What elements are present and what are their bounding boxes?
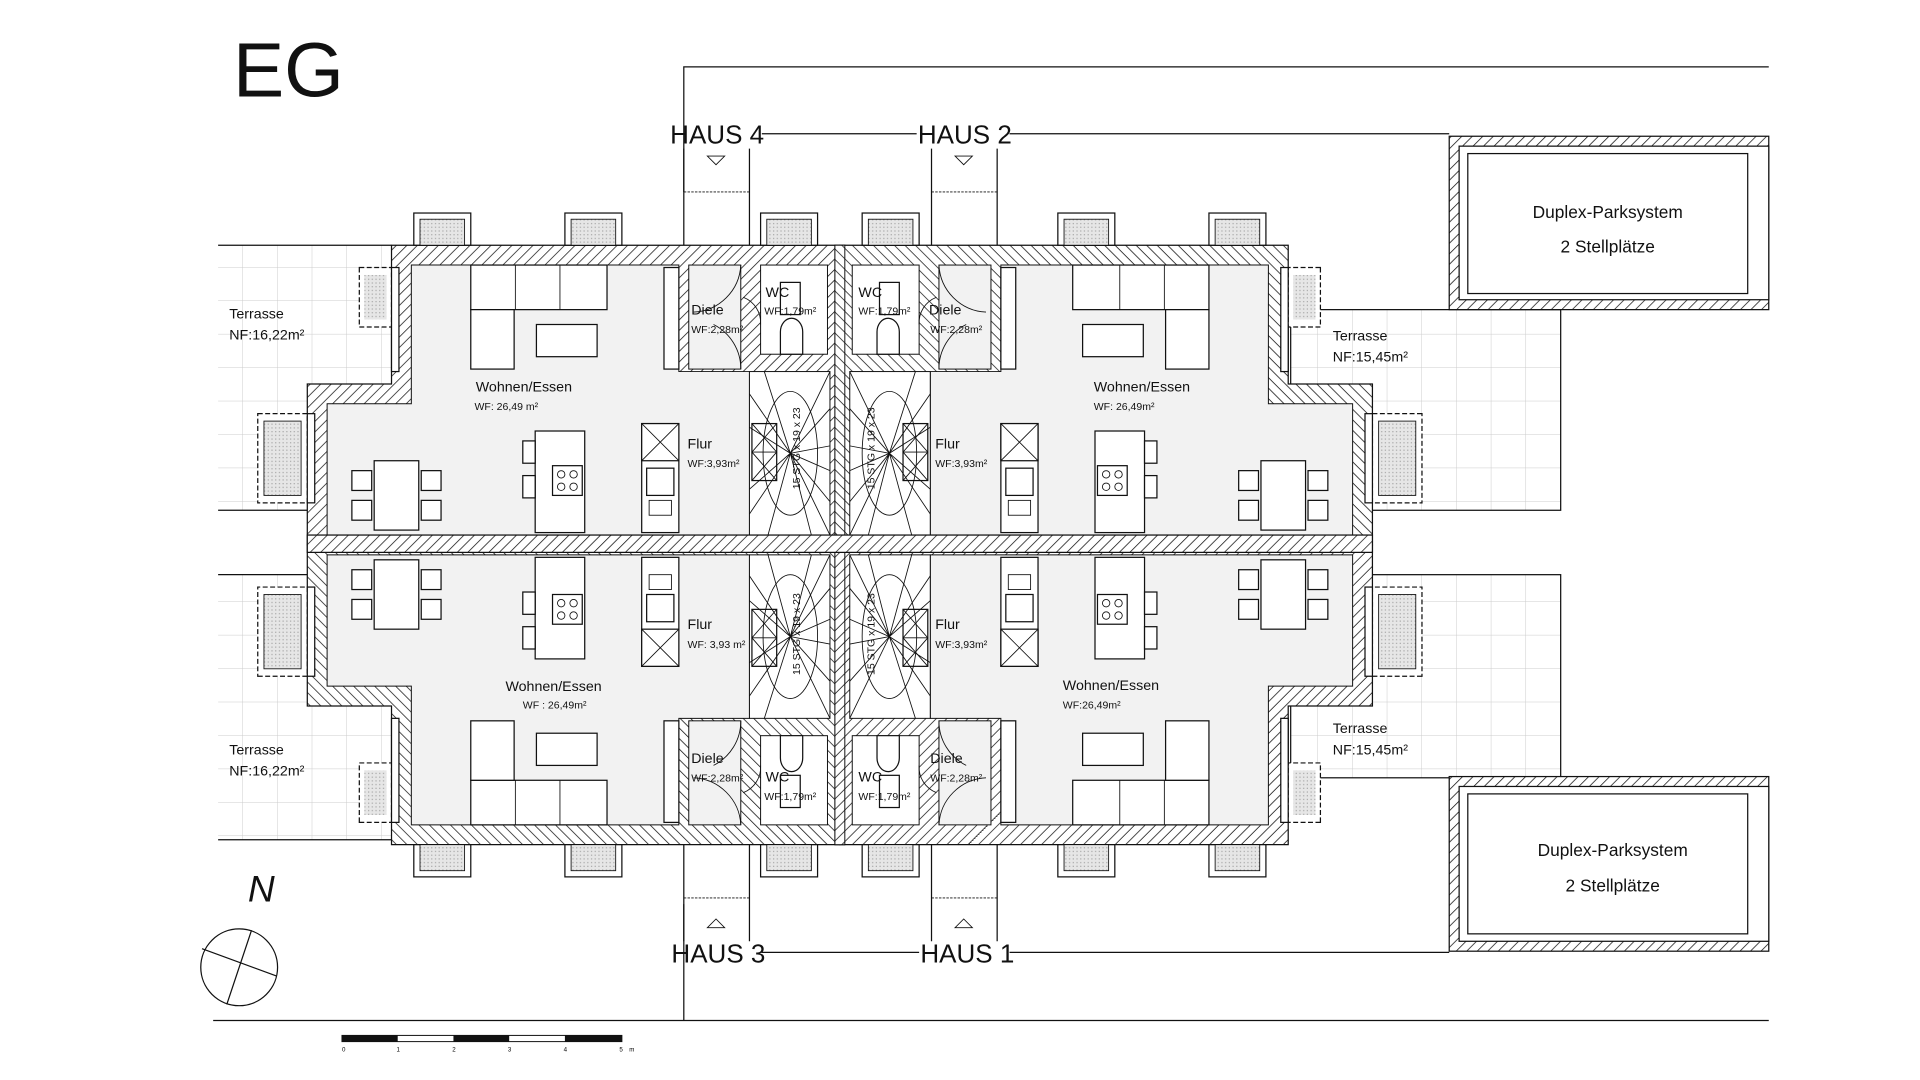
living-label: Wohnen/Essen [505,679,601,695]
living-label: Wohnen/Essen [1063,678,1159,694]
scale-label: 0 [342,1047,346,1054]
terrace-label: Terrasse [1333,721,1388,737]
living-area: WF: 26,49m² [1094,401,1155,413]
entrance-arrow-icon [706,918,974,929]
wc-label: WC [858,770,882,786]
wc-label: WC [766,285,790,301]
label-haus3: HAUS 3 [671,938,765,968]
wc-area: WF:1,79m² [764,791,816,803]
diele-area: WF:2,28m² [930,773,982,785]
terrace-label: Terrasse [1333,329,1388,345]
label-haus2: HAUS 2 [918,120,1012,150]
flur-label: Flur [688,617,713,633]
terrace-label: Terrasse [229,306,284,322]
terrace-area: NF:16,22m² [229,327,304,343]
diele-label: Diele [929,303,962,319]
stair-label: 15 STG x 19 x 23 [791,593,803,675]
parking-name: Duplex-Parksystem [1538,840,1688,860]
scale-label: 3 [508,1047,512,1054]
flur-area: WF: 3,93 m² [688,639,746,651]
scale-bar: 0 1 2 3 4 5 m [341,1034,634,1054]
parking-bottom: Duplex-Parksystem 2 Stellplätze [1448,775,1770,952]
north-label: N [248,868,275,910]
parking-spaces: 2 Stellplätze [1566,876,1660,896]
scale-label: 5 [619,1047,623,1054]
parking-top: Duplex-Parksystem 2 Stellplätze [1448,135,1770,311]
scale-label: 2 [452,1047,456,1054]
terrace-area: NF:15,45m² [1333,742,1408,758]
parking-spaces: 2 Stellplätze [1561,237,1655,257]
parking-name: Duplex-Parksystem [1533,202,1683,222]
page-title: EG [233,28,344,114]
terrace-label: Terrasse [229,742,284,758]
living-label: Wohnen/Essen [1094,379,1190,395]
flur-area: WF:3,93m² [935,639,987,651]
living-area: WF: 26,49 m² [474,401,538,413]
party-wall [306,534,1374,554]
entrance-arrow-icon [706,155,974,166]
scale-unit: m [629,1047,634,1054]
flur-area: WF:3,93m² [935,458,987,470]
wc-label: WC [858,285,882,301]
labels-top-right: Terrasse NF:15,45m² Wohnen/Essen WF: 26,… [858,285,1408,470]
flur-area: WF:3,93m² [688,458,740,470]
north-arrow-icon [200,928,279,1007]
living-label: Wohnen/Essen [476,379,572,395]
diele-area: WF:2,28m² [930,324,982,336]
label-haus1: HAUS 1 [920,938,1014,968]
labels-bottom-right: Terrasse NF:15,45m² Wohnen/Essen WF:26,4… [858,617,1408,803]
stair-label: 15 STG x 19 x 23 [791,407,803,489]
scale-label: 1 [396,1047,400,1054]
label-haus4: HAUS 4 [670,120,764,150]
diele-area: WF:2,28m² [691,324,743,336]
stair-label: 15 STG x 19 x 23 [866,407,878,489]
diele-label: Diele [691,751,724,767]
labels-top-left: Terrasse NF:16,22m² Wohnen/Essen WF: 26,… [229,285,817,470]
diele-label: Diele [691,303,724,319]
living-area: WF : 26,49m² [523,699,587,711]
living-area: WF:26,49m² [1063,699,1121,711]
flur-label: Flur [688,436,713,452]
flur-label: Flur [935,617,960,633]
wc-label: WC [766,770,790,786]
flur-label: Flur [935,436,960,452]
wc-area: WF:1,79m² [764,306,816,318]
terrace-area: NF:15,45m² [1333,350,1408,366]
diele-area: WF:2,28m² [691,773,743,785]
labels-bottom-left: Terrasse NF:16,22m² Wohnen/Essen WF : 26… [229,617,817,803]
wc-area: WF:1,79m² [858,306,910,318]
scale-label: 4 [564,1047,568,1054]
terrace-area: NF:16,22m² [229,763,304,779]
diele-label: Diele [930,751,963,767]
stair-label: 15 STG x 19 x 23 [866,593,878,675]
wc-area: WF:1,79m² [858,791,910,803]
